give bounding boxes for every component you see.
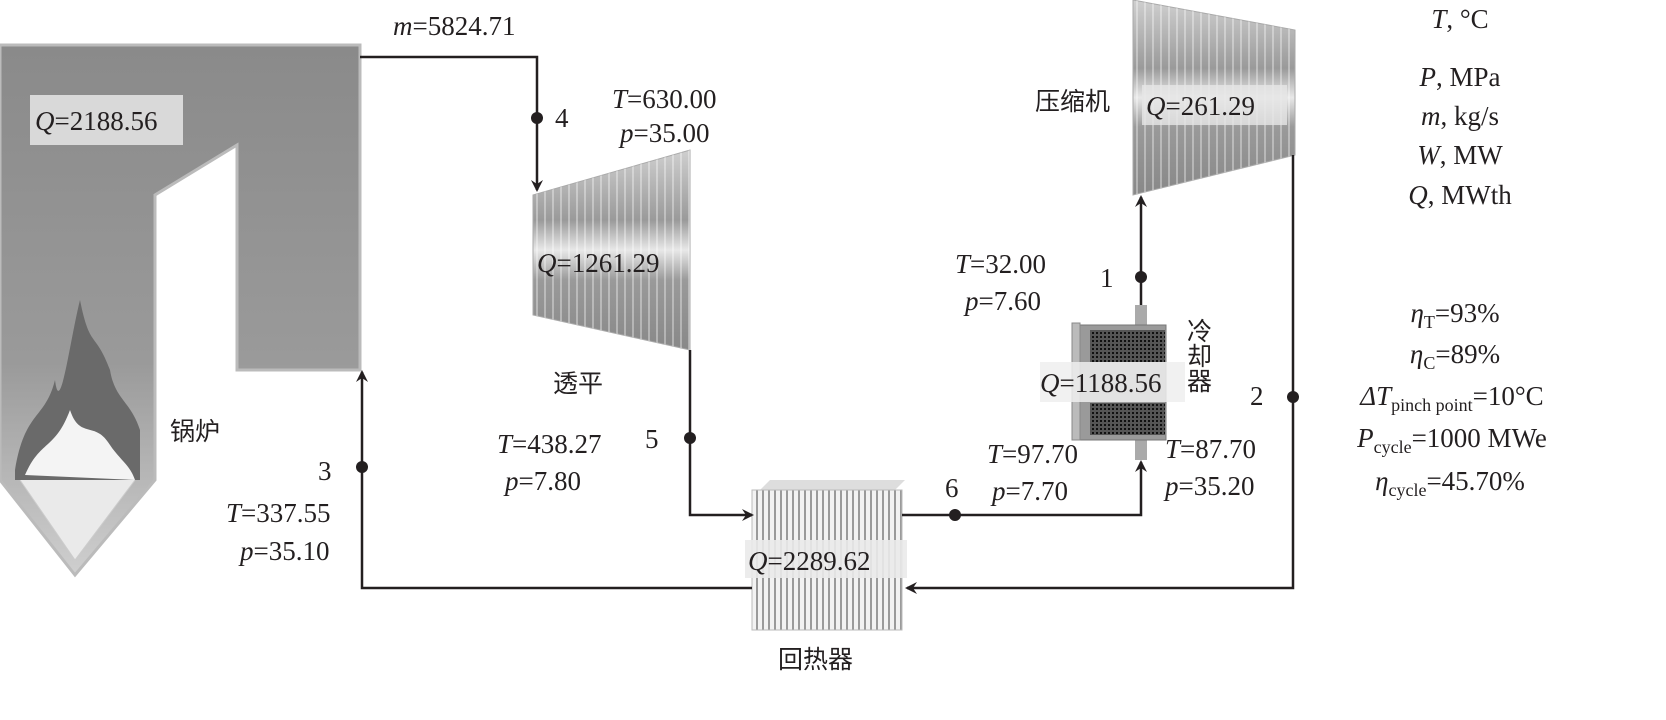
- recuperator-heat-value: Q=2289.62: [748, 546, 870, 576]
- state-6-p: p=7.70: [990, 476, 1068, 506]
- cooler-heat-value: Q=1188.56: [1040, 368, 1161, 398]
- state-1-id: 1: [1100, 263, 1114, 293]
- state-4-p: p=35.00: [618, 118, 709, 148]
- state-1-p: p=7.60: [963, 286, 1041, 316]
- param-pinch-point: ΔTpinch point=10°C: [1359, 381, 1543, 415]
- param-power: Pcycle=1000 MWe: [1356, 423, 1547, 457]
- boiler: Q=2188.56 锅炉: [0, 43, 362, 578]
- node-1: [1135, 271, 1147, 283]
- state-5-id: 5: [645, 424, 659, 454]
- units-legend: T, °C P, MPa m, kg/s W, MW Q, MWth: [1408, 4, 1512, 210]
- boiler-label: 锅炉: [170, 417, 220, 446]
- turbine-heat-value: Q=1261.29: [537, 248, 659, 278]
- compressor: Q=261.29 压缩机: [1035, 0, 1296, 196]
- pipes: [356, 55, 1295, 594]
- node-3: [356, 461, 368, 473]
- state-5-T: T=438.27: [497, 429, 602, 459]
- unit-T: T, °C: [1431, 4, 1488, 34]
- state-1-T: T=32.00: [955, 249, 1046, 279]
- param-eta-T: ηT=93%: [1410, 298, 1499, 332]
- turbine-label: 透平: [553, 369, 603, 398]
- state-points: [356, 112, 1299, 521]
- mass-flow-label: m=5824.71: [393, 11, 515, 41]
- node-6: [949, 509, 961, 521]
- state-4-id: 4: [555, 103, 569, 133]
- state-4-T: T=630.00: [612, 84, 717, 114]
- state-3-p: p=35.10: [238, 536, 329, 566]
- boiler-heat-value: Q=2188.56: [35, 106, 157, 136]
- unit-m: m, kg/s: [1421, 101, 1499, 131]
- cycle-parameters: ηT=93% ηC=89% ΔTpinch point=10°C Pcycle=…: [1356, 298, 1547, 500]
- cooler: Q=1188.56 冷却器: [1040, 305, 1213, 460]
- compressor-heat-value: Q=261.29: [1146, 91, 1255, 121]
- state-2-p: p=35.20: [1163, 471, 1254, 501]
- state-2-T: T=87.70: [1165, 434, 1256, 464]
- param-eta-cycle: ηcycle=45.70%: [1375, 466, 1525, 500]
- flame-icon: [15, 300, 140, 480]
- turbine: Q=1261.29 透平: [532, 149, 691, 398]
- node-4: [531, 112, 543, 124]
- recuperator-label: 回热器: [778, 645, 853, 674]
- state-3-id: 3: [318, 456, 332, 486]
- recuperator: Q=2289.62 回热器: [745, 480, 907, 674]
- param-eta-C: ηC=89%: [1410, 339, 1500, 373]
- unit-Q: Q, MWth: [1408, 180, 1512, 210]
- state-3-T: T=337.55: [226, 498, 331, 528]
- unit-W: W, MW: [1417, 140, 1503, 170]
- compressor-label: 压缩机: [1035, 87, 1110, 116]
- state-5-p: p=7.80: [503, 466, 581, 496]
- cooler-label: 冷却器: [1184, 318, 1213, 393]
- state-6-T: T=97.70: [987, 439, 1078, 469]
- unit-P: P, MPa: [1418, 62, 1500, 92]
- node-5: [684, 432, 696, 444]
- node-2: [1287, 391, 1299, 403]
- state-6-id: 6: [945, 473, 959, 503]
- state-2-id: 2: [1250, 381, 1264, 411]
